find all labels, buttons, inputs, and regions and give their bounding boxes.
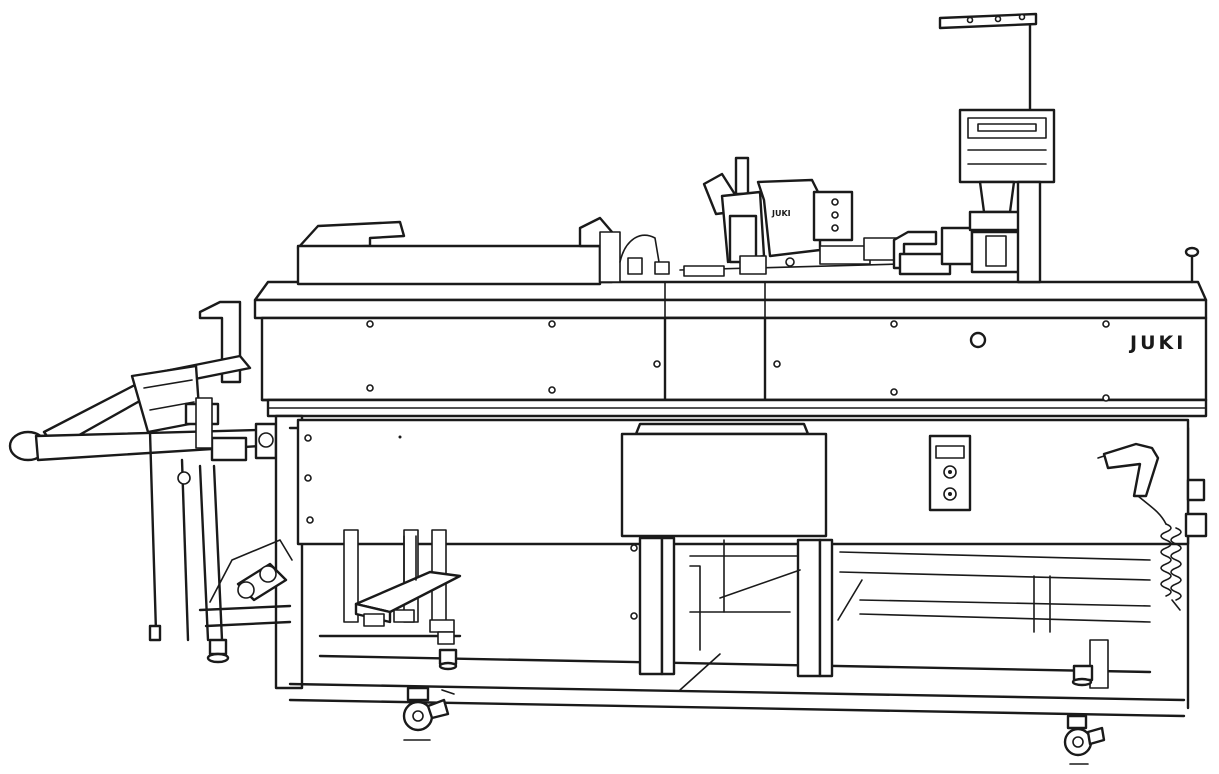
sewing-head: JUKI [619, 156, 901, 277]
front-cover [620, 422, 828, 538]
emergency-stop-knob [1184, 246, 1200, 284]
brand-logo: JUKI [1128, 332, 1186, 354]
clamp-unit [892, 226, 1022, 276]
head-brand-label: JUKI [771, 209, 791, 218]
control-box [928, 434, 972, 512]
caster-left [402, 686, 455, 741]
caster-right [1063, 714, 1106, 765]
air-gun [1097, 442, 1208, 611]
caster-right-back [1071, 664, 1094, 687]
panel-screws [366, 320, 1110, 402]
indicator-lamp [969, 331, 987, 349]
lower-frame [274, 414, 1190, 718]
left-frame [198, 464, 293, 664]
stacker-arm [8, 300, 278, 642]
cabinet-upper [260, 316, 1208, 418]
table-top [253, 280, 1208, 320]
stacker-box [296, 216, 621, 286]
caster-left-back [438, 648, 458, 671]
operation-panel [938, 12, 1056, 284]
speck [398, 435, 402, 439]
motor [236, 562, 288, 602]
foot-pedal [354, 535, 462, 645]
